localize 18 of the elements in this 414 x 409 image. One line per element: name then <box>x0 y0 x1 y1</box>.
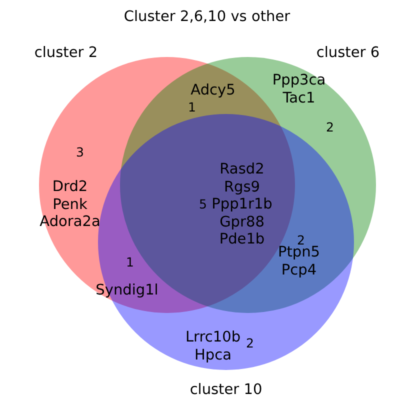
count-label: 2 <box>326 120 334 134</box>
count-label: 5 <box>199 196 207 212</box>
gene-list: Ptpn5 Pcp4 <box>278 244 320 280</box>
count-label: 2 <box>297 232 305 248</box>
gene-list: Syndig1l <box>96 282 158 300</box>
count-label: 1 <box>188 100 196 114</box>
gene-list: Rasd2 Rgs9 Ppp1r1b Gpr88 Pde1b <box>212 161 272 249</box>
gene-list: Adcy5 <box>190 82 236 100</box>
gene-list: Drd2 Penk Adora2a <box>40 178 100 232</box>
gene-list: Ppp3ca Tac1 <box>272 72 326 108</box>
count-label: 3 <box>76 144 84 160</box>
set-label: cluster 6 <box>316 45 380 61</box>
set-label: cluster 2 <box>34 45 98 61</box>
count-label: 2 <box>246 336 254 350</box>
gene-list: Lrrc10b Hpca <box>185 330 241 364</box>
count-label: 1 <box>126 254 134 270</box>
chart-title: Cluster 2,6,10 vs other <box>124 9 290 25</box>
set-label: cluster 10 <box>190 382 262 398</box>
